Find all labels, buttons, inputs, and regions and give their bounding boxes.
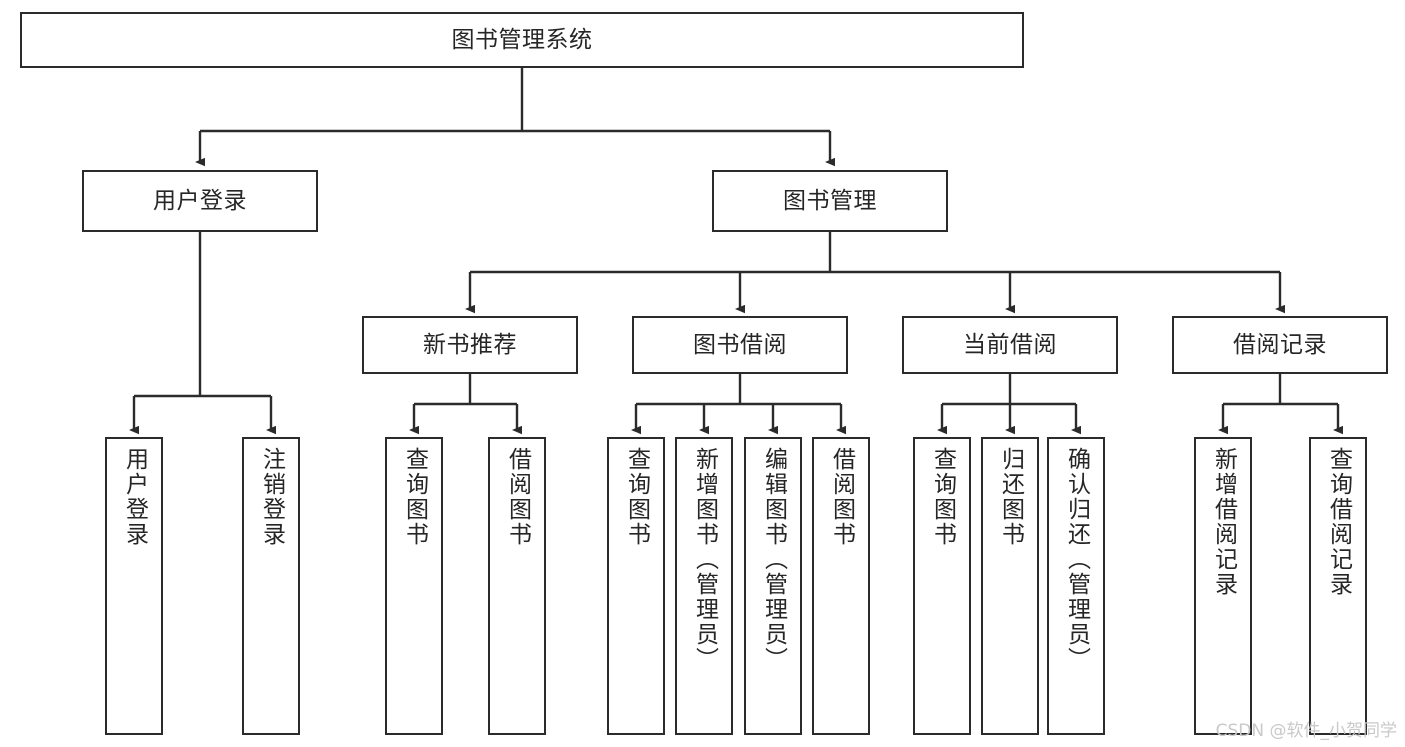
- node-user-login-label: 用户登录: [153, 187, 247, 214]
- node-leaf-add-book-label: 新增图书（管理员）: [691, 447, 718, 672]
- node-borrow-record-label: 借阅记录: [1233, 331, 1327, 358]
- node-leaf-add-record[interactable]: 新增借阅记录: [1194, 437, 1252, 735]
- node-leaf-edit-book-label: 编辑图书（管理员）: [760, 447, 787, 672]
- node-leaf-add-book[interactable]: 新增图书（管理员）: [675, 437, 733, 735]
- node-current-borrow[interactable]: 当前借阅: [902, 316, 1118, 374]
- node-leaf-borrow-book-2-label: 借阅图书: [828, 447, 855, 547]
- node-leaf-query-record-label: 查询借阅记录: [1325, 447, 1352, 597]
- node-leaf-confirm-return[interactable]: 确认归还（管理员）: [1047, 437, 1105, 735]
- node-leaf-query-record[interactable]: 查询借阅记录: [1309, 437, 1367, 735]
- node-new-book-recommend[interactable]: 新书推荐: [362, 316, 578, 374]
- node-book-manage-label: 图书管理: [783, 187, 877, 214]
- node-leaf-user-login-label: 用户登录: [121, 447, 148, 547]
- node-current-borrow-label: 当前借阅: [963, 331, 1057, 358]
- node-root[interactable]: 图书管理系统: [20, 12, 1024, 68]
- node-leaf-user-logout[interactable]: 注销登录: [242, 437, 300, 735]
- node-leaf-borrow-book-1-label: 借阅图书: [504, 447, 531, 547]
- node-leaf-query-book-1-label: 查询图书: [401, 447, 428, 547]
- node-leaf-borrow-book-2[interactable]: 借阅图书: [812, 437, 870, 735]
- node-new-book-recommend-label: 新书推荐: [423, 331, 517, 358]
- node-leaf-return-book-label: 归还图书: [997, 447, 1024, 547]
- node-book-borrow[interactable]: 图书借阅: [632, 316, 848, 374]
- node-leaf-return-book[interactable]: 归还图书: [981, 437, 1039, 735]
- node-leaf-edit-book[interactable]: 编辑图书（管理员）: [744, 437, 802, 735]
- node-book-borrow-label: 图书借阅: [693, 331, 787, 358]
- node-leaf-query-book-1[interactable]: 查询图书: [385, 437, 443, 735]
- node-leaf-query-book-3-label: 查询图书: [929, 447, 956, 547]
- node-borrow-record[interactable]: 借阅记录: [1172, 316, 1388, 374]
- node-root-label: 图书管理系统: [451, 26, 593, 53]
- csdn-watermark: CSDN @软件_小贺同学: [1215, 721, 1397, 741]
- node-leaf-user-login[interactable]: 用户登录: [105, 437, 163, 735]
- node-user-login[interactable]: 用户登录: [82, 170, 318, 232]
- node-leaf-confirm-return-label: 确认归还（管理员）: [1063, 447, 1090, 672]
- node-leaf-query-book-3[interactable]: 查询图书: [913, 437, 971, 735]
- node-leaf-query-book-2[interactable]: 查询图书: [607, 437, 665, 735]
- node-leaf-add-record-label: 新增借阅记录: [1210, 447, 1237, 597]
- node-leaf-query-book-2-label: 查询图书: [623, 447, 650, 547]
- node-leaf-borrow-book-1[interactable]: 借阅图书: [488, 437, 546, 735]
- node-leaf-user-logout-label: 注销登录: [258, 447, 285, 547]
- node-book-manage[interactable]: 图书管理: [712, 170, 948, 232]
